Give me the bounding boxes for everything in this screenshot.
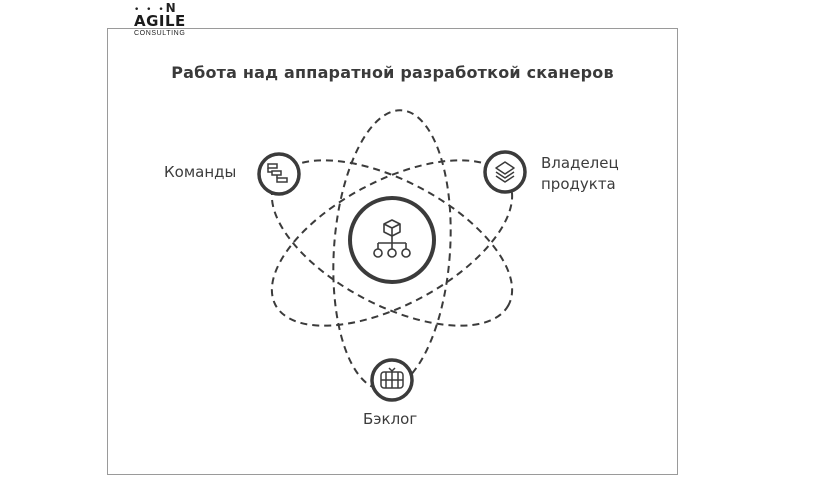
hierarchy-cube-icon (373, 219, 411, 258)
teams-node (257, 152, 301, 196)
product-owner-node (483, 150, 527, 194)
product-owner-label: Владелец продукта (541, 153, 619, 195)
logo-dots: • • •N (134, 1, 178, 15)
layers-icon (495, 161, 515, 183)
backlog-label: Бэклог (363, 410, 418, 428)
basket-icon (380, 367, 404, 389)
product-owner-label-line1: Владелец (541, 154, 619, 172)
center-node (348, 196, 436, 284)
product-owner-label-line2: продукта (541, 175, 616, 193)
company-logo: • • •N AGILE CONSULTING (134, 1, 194, 38)
logo-wordmark: AGILE (134, 12, 186, 30)
diagram-title: Работа над аппаратной разработкой сканер… (171, 63, 614, 82)
diagram-frame (107, 28, 678, 475)
logo-subtitle: CONSULTING (134, 30, 186, 37)
backlog-node (370, 358, 414, 402)
teams-label: Команды (164, 163, 237, 181)
gantt-icon (267, 163, 288, 183)
